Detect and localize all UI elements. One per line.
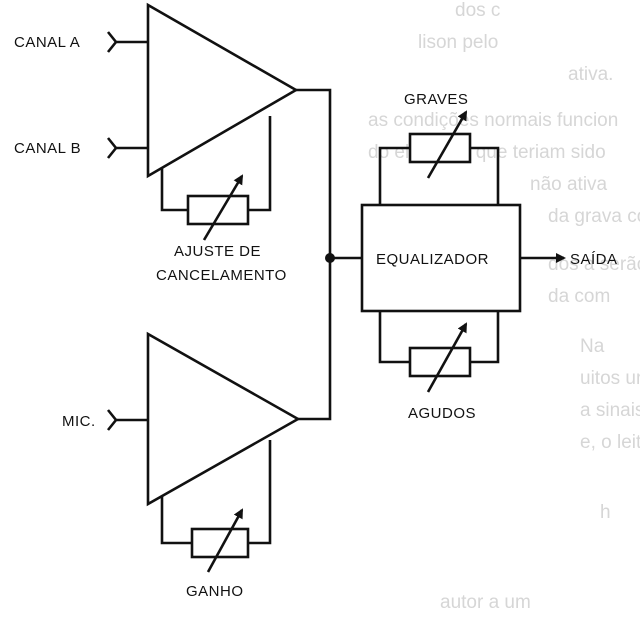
bleed-line: e, o leitor	[580, 432, 640, 453]
label-mic: MIC.	[62, 413, 96, 430]
cancel-adjust-potentiometer	[186, 194, 250, 226]
treble-wire-left	[378, 311, 410, 364]
bleed-line: não ativa	[530, 174, 608, 195]
bass-wire-right	[470, 146, 500, 205]
variable-arrow-lower	[206, 508, 244, 573]
background-bleed-text: dos c lison pelo ativa. as condições nor…	[368, 0, 640, 613]
label-equalizador: EQUALIZADOR	[376, 251, 489, 268]
label-agudos: AGUDOS	[408, 405, 476, 422]
bleed-line: autor a um	[440, 592, 531, 613]
bus-wire	[296, 88, 332, 421]
bleed-line: da com	[548, 286, 610, 307]
bleed-line: do elimina o que teriam sido	[368, 142, 606, 163]
bleed-line: uitos um	[580, 368, 640, 389]
bleed-line: dos c	[455, 0, 500, 21]
variable-arrow-upper	[202, 174, 244, 241]
junction-dot	[325, 253, 335, 263]
amplifier-triangle-lower	[146, 331, 301, 507]
feedback-wire-left-lower	[160, 496, 192, 545]
treble-wire-right	[470, 311, 500, 364]
bleed-line: dos a serão	[548, 254, 640, 275]
bleed-line: h	[600, 502, 611, 523]
input-amplifier-upper	[106, 2, 299, 241]
feedback-wire-left-upper	[160, 168, 188, 212]
bass-variable-arrow	[426, 110, 468, 179]
input-amplifier-lower	[106, 331, 301, 573]
label-canal-b: CANAL B	[14, 140, 81, 157]
feedback-wire-right-lower	[248, 440, 272, 545]
bleed-line: Na	[580, 336, 605, 357]
input-chevron-mic	[106, 409, 118, 431]
equalizer-block	[360, 110, 566, 393]
treble-variable-arrow	[426, 322, 468, 393]
treble-bass-wire-left-top	[378, 146, 410, 205]
bleed-line: lison pelo	[418, 32, 498, 53]
label-saida: SAÍDA	[570, 251, 618, 268]
label-ajuste-line2: CANCELAMENTO	[156, 267, 287, 284]
bleed-line: as condições normais funcion	[368, 110, 618, 131]
feedback-wire-right-upper	[248, 116, 272, 212]
label-ganho: GANHO	[186, 583, 244, 600]
input-chevron-canal-b	[106, 137, 118, 159]
label-canal-a: CANAL A	[14, 34, 80, 51]
label-ajuste-line1: AJUSTE DE	[174, 243, 261, 260]
summing-bus	[296, 88, 362, 421]
input-chevron-canal-a	[106, 31, 118, 53]
bleed-line: a sinais c	[580, 400, 640, 421]
label-graves: GRAVES	[404, 91, 468, 108]
bleed-line: da grava como	[548, 206, 640, 227]
amplifier-triangle-upper	[146, 2, 299, 179]
bleed-line: ativa.	[568, 64, 613, 85]
